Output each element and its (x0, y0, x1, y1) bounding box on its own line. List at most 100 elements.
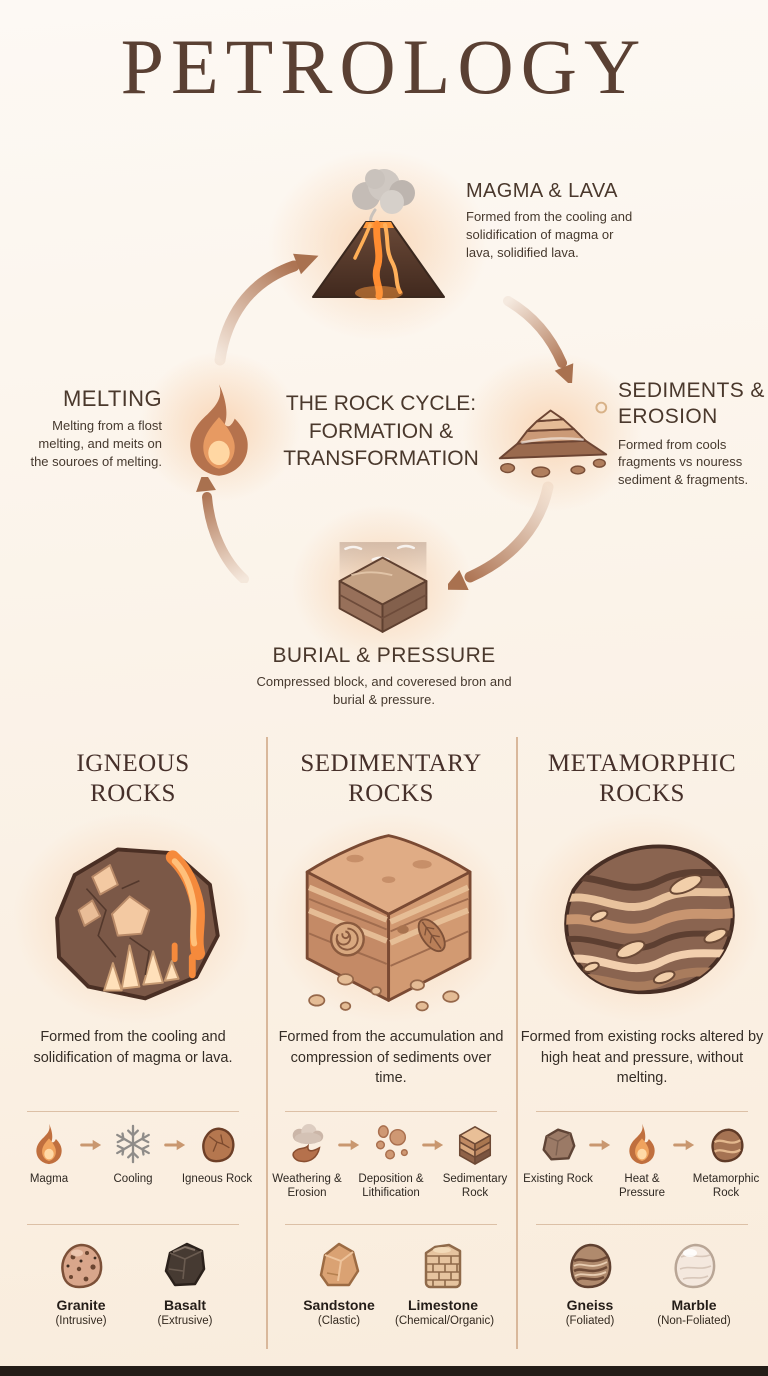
process-label: Existing Rock (523, 1173, 593, 1185)
process-label: Sedimentary Rock (442, 1173, 508, 1200)
melting-heading: MELTING (63, 386, 162, 411)
sedimentary-rock-image (305, 834, 472, 1012)
sedimentary-process: Weathering & Erosion Deposition & Lithif… (266, 1122, 516, 1214)
example-rock: Gneiss (Foliated) (542, 1239, 638, 1327)
metamorphic-description: Formed from existing rocks altered by hi… (520, 1029, 764, 1087)
stage-burial-pressure: BURIAL & PRESSURE Compressed block, and … (239, 644, 529, 709)
metamorphic-title: METAMORPHIC ROCKS (547, 750, 737, 807)
process-step: Cooling (102, 1122, 164, 1186)
right-arrow-icon (422, 1137, 444, 1153)
rock-icon (537, 1122, 579, 1166)
example-name: Basalt (163, 1297, 207, 1313)
process-step: Heat & Pressure (611, 1122, 673, 1201)
process-label: Weathering & Erosion (272, 1173, 342, 1200)
magma-lava-heading: MAGMA & LAVA (466, 180, 618, 202)
example-name: Granite (56, 1297, 106, 1313)
gneiss-icon (562, 1239, 618, 1291)
sediments-erosion-heading: SEDIMENTS & EROSION (618, 379, 765, 429)
cycle-center-title: THE ROCK CYCLE: FORMATION & TRANSFORMATI… (283, 392, 479, 471)
sedimentary-rock-illustration (266, 813, 516, 1023)
flame-icon (176, 380, 262, 480)
stage-sediments-erosion: SEDIMENTS & EROSION Formed from cools fr… (618, 378, 766, 489)
divider (27, 1224, 239, 1225)
divider (285, 1224, 497, 1225)
igneous-rock-icon (196, 1122, 238, 1166)
arrow-up-right-icon (208, 248, 323, 368)
igneous-rock-image (55, 847, 220, 1001)
process-step: Weathering & Erosion (272, 1122, 342, 1201)
process-label: Cooling (113, 1173, 153, 1185)
right-arrow-icon (338, 1137, 360, 1153)
limestone-icon (415, 1239, 471, 1291)
example-rock: Basalt (Extrusive) (137, 1239, 233, 1327)
process-step: Deposition & Lithification (358, 1122, 424, 1201)
basalt-icon (157, 1239, 213, 1291)
example-rock: Sandstone (Clastic) (291, 1239, 387, 1327)
igneous-rock-illustration (0, 813, 266, 1023)
process-step: Magma (18, 1122, 80, 1186)
bottom-edge-bar (0, 1366, 768, 1376)
igneous-examples: Granite (Intrusive) Basalt (Extrusive) (0, 1239, 266, 1327)
example-name: Gneiss (566, 1297, 614, 1313)
divider (27, 1111, 239, 1112)
metamorphic-rock-image (564, 844, 735, 995)
example-name: Sandstone (303, 1297, 375, 1313)
divider (285, 1111, 497, 1112)
volcano-icon (296, 166, 461, 303)
process-label: Heat & Pressure (618, 1173, 666, 1200)
burial-pressure-heading: BURIAL & PRESSURE (272, 644, 496, 667)
page-title: PETROLOGY (120, 23, 648, 110)
example-category: (Intrusive) (55, 1315, 107, 1327)
sediments-erosion-description: Formed from cools fragments vs nouress s… (618, 436, 749, 488)
right-arrow-icon (673, 1137, 695, 1153)
flame-icon (621, 1122, 663, 1166)
arrow-down-left-icon (448, 477, 558, 599)
weathering-cloud-icon (286, 1122, 328, 1166)
example-name: Limestone (407, 1297, 478, 1313)
melting-description: Melting from a flost melting, and meits … (30, 418, 162, 469)
process-label: Metamorphic Rock (692, 1173, 760, 1200)
sedimentary-title: SEDIMENTARY ROCKS (300, 750, 482, 807)
sediment-pile-icon (492, 382, 614, 480)
example-rock: Marble (Non-Foliated) (646, 1239, 742, 1327)
sedimentary-examples: Sandstone (Clastic) (266, 1239, 516, 1327)
igneous-description: Formed from the cooling and solidificati… (33, 1029, 233, 1066)
example-rock: Limestone (Chemical/Organic) (395, 1239, 495, 1327)
sandstone-icon (311, 1239, 367, 1291)
metamorphic-process: Existing Rock Heat & Pressure (516, 1122, 768, 1214)
snowflake-icon (112, 1122, 154, 1166)
igneous-process: Magma (0, 1122, 266, 1214)
arrow-up-icon (190, 477, 256, 583)
sedimentary-description: Formed from the accumulation and compres… (278, 1029, 504, 1087)
example-category: (Non-Foliated) (657, 1315, 731, 1327)
process-step: Metamorphic Rock (693, 1122, 759, 1201)
column-sedimentary: SEDIMENTARY ROCKS (266, 737, 516, 1355)
example-rock: Granite (Intrusive) (33, 1239, 129, 1327)
process-step: Igneous Rock (182, 1122, 252, 1186)
column-divider (266, 737, 268, 1349)
example-category: (Chemical/Organic) (395, 1315, 495, 1327)
column-divider (516, 737, 518, 1349)
layered-block-icon (454, 1122, 496, 1166)
stage-magma-lava: MAGMA & LAVA Formed from the cooling and… (466, 180, 638, 262)
igneous-title: IGNEOUS ROCKS (76, 750, 190, 807)
marble-icon (666, 1239, 722, 1291)
example-category: (Extrusive) (157, 1315, 213, 1327)
example-category: (Clastic) (317, 1315, 361, 1327)
column-igneous: IGNEOUS ROCKS (0, 737, 266, 1355)
metamorphic-rock-illustration (516, 813, 768, 1023)
process-label: Deposition & Lithification (358, 1173, 424, 1200)
burial-pressure-description: Compressed block, and coveresed bron and… (256, 674, 512, 707)
divider (536, 1224, 748, 1225)
right-arrow-icon (80, 1137, 102, 1153)
granite-icon (53, 1239, 109, 1291)
process-step: Existing Rock (523, 1122, 593, 1186)
flame-icon (28, 1122, 70, 1166)
metamorphic-examples: Gneiss (Foliated) Marble (Non-Foliated) (516, 1239, 768, 1327)
divider (536, 1111, 748, 1112)
process-step: Sedimentary Rock (443, 1122, 507, 1201)
example-category: (Foliated) (565, 1315, 615, 1327)
right-arrow-icon (589, 1137, 611, 1153)
buried-layers-icon (322, 534, 444, 636)
